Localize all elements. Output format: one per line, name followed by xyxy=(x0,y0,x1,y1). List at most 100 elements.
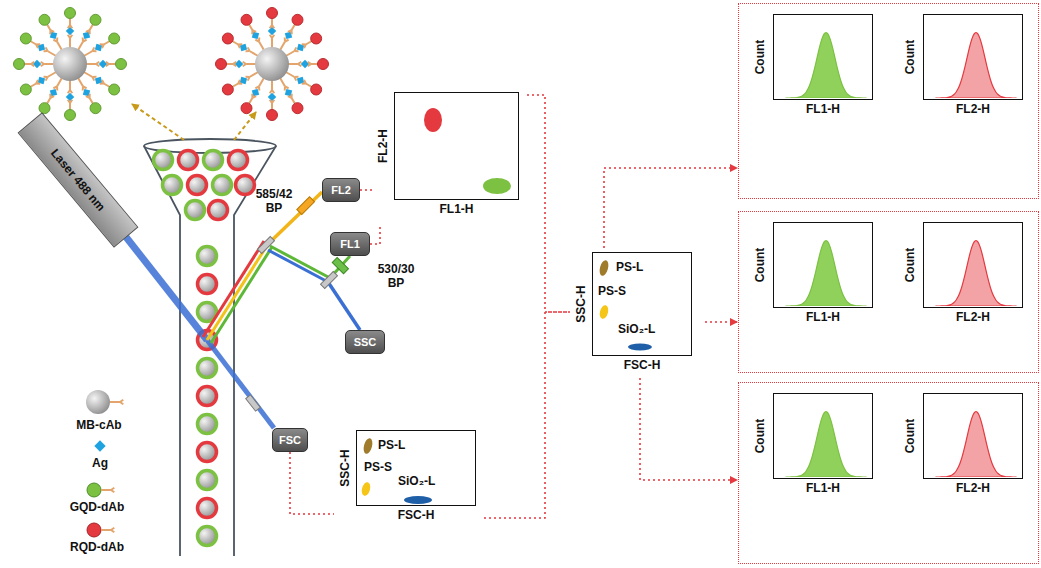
antibody xyxy=(90,24,94,30)
quantum-dot xyxy=(311,33,322,44)
antibody xyxy=(111,490,114,492)
quantum-dot xyxy=(109,33,120,44)
antibody xyxy=(90,98,94,104)
quantum-dot xyxy=(65,8,76,19)
antibody xyxy=(238,83,242,85)
antibody xyxy=(57,78,62,87)
quantum-dot xyxy=(109,84,120,95)
antibody xyxy=(271,80,273,90)
antibody xyxy=(245,76,249,78)
bead xyxy=(209,201,228,220)
antigen xyxy=(66,93,74,101)
antibody xyxy=(47,72,56,77)
antibody xyxy=(255,87,259,89)
antibody xyxy=(86,63,96,65)
quantum-dot xyxy=(14,59,25,70)
antibody xyxy=(249,72,258,77)
antibody xyxy=(36,45,38,49)
funnel xyxy=(144,139,276,556)
magnetic-bead xyxy=(86,390,110,414)
antibody xyxy=(30,41,36,45)
antibody xyxy=(102,80,104,84)
antibody xyxy=(93,77,95,81)
antibody xyxy=(270,90,272,93)
histogram-peak xyxy=(786,33,866,98)
antibody xyxy=(110,401,120,403)
histogram-peak xyxy=(936,412,1016,477)
bead xyxy=(163,176,182,195)
bead xyxy=(179,151,198,170)
legend-symbols xyxy=(86,390,123,537)
antibody xyxy=(226,63,233,65)
antibody xyxy=(96,64,99,66)
plot-frame xyxy=(773,14,873,100)
emission-green xyxy=(211,247,272,343)
axis-label: PS-L xyxy=(616,260,643,274)
side-scatter-light xyxy=(328,282,360,330)
population-dot xyxy=(424,108,442,132)
antibody xyxy=(78,41,83,50)
antibody xyxy=(251,30,253,34)
antibody xyxy=(292,24,296,30)
population-dot xyxy=(628,344,652,351)
axis-label: PS-L xyxy=(378,438,405,452)
axis-label: FL2-H xyxy=(956,481,990,495)
device-label: FSC xyxy=(279,433,301,447)
antigen xyxy=(301,60,309,68)
dotted-connector xyxy=(705,321,738,323)
antibody xyxy=(243,62,246,64)
antibody xyxy=(51,96,55,98)
axis-label: FL1-H xyxy=(806,102,840,116)
bead xyxy=(198,359,217,378)
histogram-peak xyxy=(936,33,1016,98)
antibody xyxy=(47,51,56,56)
plot-frame xyxy=(773,222,873,308)
quantum-dot xyxy=(116,59,127,70)
dotted-connector xyxy=(370,224,380,244)
quantum-dot xyxy=(292,103,303,114)
emission-red xyxy=(203,241,264,337)
antibody xyxy=(30,84,36,88)
antibody xyxy=(106,62,109,64)
plot-frame xyxy=(923,393,1023,479)
forward-scatter-beam xyxy=(207,340,274,428)
magnetic-bead xyxy=(255,47,289,81)
antibody xyxy=(233,64,236,66)
antibody xyxy=(306,84,312,88)
scatter-plot: SSC-HPS-LPS-SSiO₂-LFSC-H xyxy=(334,426,484,526)
axis-label: FL1-H xyxy=(806,310,840,324)
antibody xyxy=(232,84,238,88)
antibody xyxy=(286,72,295,77)
quantum-dot xyxy=(241,103,252,114)
bead xyxy=(198,527,217,546)
legend-text: GQD-dAb xyxy=(70,500,125,514)
axis-label: Count xyxy=(903,248,917,283)
quantum-dot xyxy=(241,14,252,25)
antibody xyxy=(292,98,296,104)
histogram-curve xyxy=(924,15,1021,98)
axis-label: PS-S xyxy=(364,460,392,474)
axis-label: FL1-H xyxy=(806,481,840,495)
axis-label: Count xyxy=(753,419,767,454)
antibody xyxy=(89,94,91,98)
bead xyxy=(198,415,217,434)
plot-frame xyxy=(923,14,1023,100)
antibody xyxy=(271,103,273,110)
antibody xyxy=(280,78,285,87)
bead xyxy=(198,387,217,406)
antibody xyxy=(101,489,111,491)
antibody xyxy=(70,100,72,103)
antibody xyxy=(57,41,62,50)
dotted-connector xyxy=(640,378,738,480)
antibody xyxy=(104,84,110,88)
histogram: CountFL1-H xyxy=(749,218,879,328)
quantum-dot xyxy=(267,110,278,121)
antibody xyxy=(47,24,51,30)
quantum-dot xyxy=(20,33,31,44)
detector: FSC xyxy=(272,428,308,452)
quantum-dot xyxy=(216,59,227,70)
quantum-dot xyxy=(87,523,101,537)
antibody xyxy=(298,64,301,66)
